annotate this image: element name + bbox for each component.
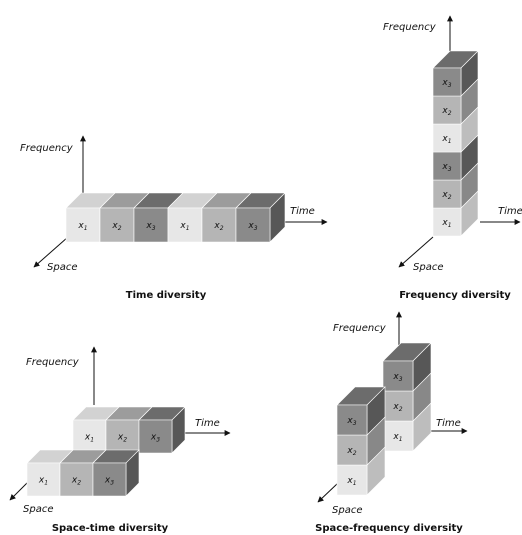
cube-grid-space-time: x1 x2 x3 x1 x2 x3 xyxy=(26,406,186,497)
cube-label-x2: x2 xyxy=(392,402,402,413)
panel-space-frequency-diversity: Frequency Time Space x1 x2 x3 x1 x2 x3 Space-… xyxy=(315,311,468,534)
cube-front-face xyxy=(138,419,173,454)
caption-space-time-diversity: Space-time diversity xyxy=(52,523,169,534)
cube-label-x1: x1 xyxy=(179,221,189,232)
cube-label-x2: x2 xyxy=(441,106,451,117)
cube-label-x1: x1 xyxy=(38,476,48,487)
panel-frequency-diversity: Frequency Time Space x1 x2 x3 x1 x2 x3 Freque… xyxy=(383,15,522,301)
cube-x3: x3 xyxy=(92,449,140,497)
panel-time-diversity: Frequency Time Space x1 x2 x3 x1 x2 x3 Time d… xyxy=(20,135,328,301)
cube-label-x2: x2 xyxy=(117,433,127,444)
cube-label-x2: x2 xyxy=(111,221,121,232)
cube-label-x1: x1 xyxy=(84,433,94,444)
frequency-axis-label: Frequency xyxy=(20,143,74,154)
cube-row-time: x1 x2 x3 x1 x2 x3 xyxy=(65,192,286,243)
cube-stack-frequency: x1 x2 x3 x1 x2 x3 xyxy=(432,50,479,237)
cube-label-x2: x2 xyxy=(441,190,451,201)
cube-stacks-space-frequency: x1 x2 x3 x1 x2 x3 xyxy=(336,342,432,496)
cube-front-face xyxy=(382,360,414,392)
caption-time-diversity: Time diversity xyxy=(126,290,207,301)
cube-label-x1: x1 xyxy=(441,218,451,229)
space-axis xyxy=(33,236,69,268)
cube-label-x3: x3 xyxy=(441,162,451,173)
cube-label-x3: x3 xyxy=(392,372,402,383)
cube-label-x3: x3 xyxy=(150,433,160,444)
cube-front-face xyxy=(432,67,462,97)
space-axis-label: Space xyxy=(47,262,77,273)
cube-label-x3: x3 xyxy=(441,78,451,89)
caption-space-frequency-diversity: Space-frequency diversity xyxy=(315,523,463,534)
cube-label-x1: x1 xyxy=(441,134,451,145)
time-axis-label: Time xyxy=(436,418,461,429)
cube-label-x3: x3 xyxy=(247,221,257,232)
cube-x3: x3 xyxy=(235,192,286,243)
cube-x3: x3 xyxy=(336,386,386,436)
time-axis-label: Time xyxy=(498,206,522,217)
frequency-axis-label: Frequency xyxy=(333,323,387,334)
cube-label-x1: x1 xyxy=(77,221,87,232)
cube-label-x3: x3 xyxy=(346,416,356,427)
space-axis-label: Space xyxy=(413,262,443,273)
frequency-axis-label: Frequency xyxy=(383,22,437,33)
time-axis-label: Time xyxy=(290,206,315,217)
cube-x3: x3 xyxy=(382,342,432,392)
space-axis xyxy=(398,236,434,268)
cube-label-x1: x1 xyxy=(392,432,402,443)
space-axis xyxy=(317,482,339,503)
cube-label-x3: x3 xyxy=(145,221,155,232)
cube-label-x2: x2 xyxy=(346,446,356,457)
frequency-axis-label: Frequency xyxy=(26,357,80,368)
time-axis-label: Time xyxy=(195,418,220,429)
cube-front-face xyxy=(336,404,368,436)
space-axis-label: Space xyxy=(332,505,362,516)
cube-front-face xyxy=(92,462,127,497)
cube-label-x3: x3 xyxy=(104,476,114,487)
cube-label-x2: x2 xyxy=(213,221,223,232)
caption-frequency-diversity: Frequency diversity xyxy=(399,290,511,301)
cube-x3: x3 xyxy=(138,406,186,454)
space-axis-label: Space xyxy=(23,504,53,515)
cube-label-x1: x1 xyxy=(346,476,356,487)
cube-label-x2: x2 xyxy=(71,476,81,487)
panel-space-time-diversity: Frequency Time Space x1 x2 x3 x1 x2 x3 Space-… xyxy=(9,346,231,534)
cube-x3: x3 xyxy=(432,50,479,97)
cube-front-face xyxy=(235,207,271,243)
